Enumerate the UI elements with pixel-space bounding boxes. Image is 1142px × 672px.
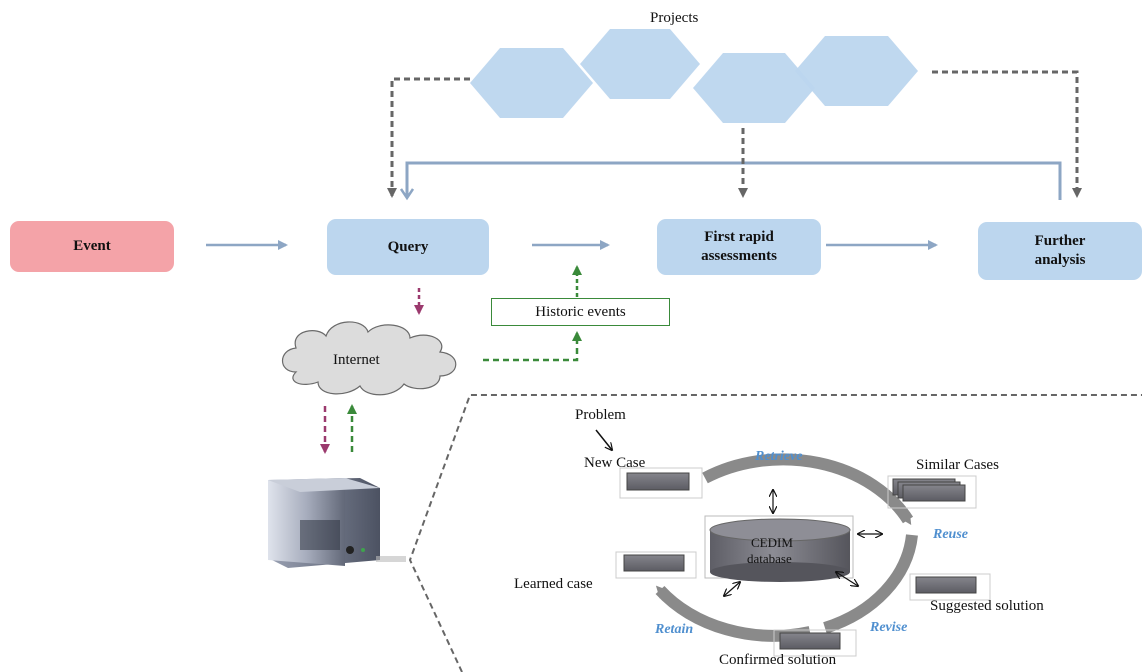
project-hexagon-2 bbox=[580, 29, 700, 99]
new-case-label: New Case bbox=[584, 455, 646, 471]
reuse-label: Reuse bbox=[933, 527, 968, 542]
project-hexagons bbox=[470, 29, 918, 123]
new-case-card bbox=[619, 467, 703, 499]
first-rapid-assessments-node: First rapid assessments bbox=[657, 219, 821, 275]
event-label: Event bbox=[73, 238, 111, 254]
historic-events-box: Historic events bbox=[491, 298, 670, 326]
learned-case-label: Learned case bbox=[514, 576, 593, 592]
problem-label: Problem bbox=[575, 407, 626, 423]
first-rapid-assessments-label: First rapid assessments bbox=[701, 229, 777, 264]
zoom-callout bbox=[408, 394, 1142, 672]
confirmed-solution-card bbox=[773, 629, 857, 657]
project-hexagon-4 bbox=[795, 36, 918, 106]
suggested-solution-card bbox=[909, 573, 991, 601]
database-label-line2: database bbox=[747, 551, 792, 566]
similar-cases-card bbox=[887, 475, 977, 509]
feedback-line bbox=[407, 161, 1062, 200]
projects-label: Projects bbox=[650, 10, 699, 26]
suggested-solution-label: Suggested solution bbox=[930, 598, 1044, 614]
projects-to-analysis-arrow bbox=[932, 70, 1082, 198]
problem-arrow bbox=[595, 429, 612, 450]
cedim-database bbox=[704, 515, 854, 582]
project-hexagon-1 bbox=[470, 48, 593, 118]
project-hexagon-3 bbox=[693, 53, 815, 123]
retrieve-label: Retrieve bbox=[755, 449, 803, 464]
confirmed-solution-label: Confirmed solution bbox=[719, 652, 837, 668]
retain-db-arrow bbox=[724, 582, 740, 596]
internet-cloud bbox=[281, 321, 457, 396]
revise-db-arrow bbox=[836, 572, 858, 586]
learned-case-card bbox=[615, 551, 697, 579]
query-node: Query bbox=[327, 219, 489, 275]
database-label-line1: CEDIM bbox=[751, 535, 793, 550]
similar-cases-label: Similar Cases bbox=[916, 457, 999, 473]
query-label: Query bbox=[387, 238, 429, 255]
revise-label: Revise bbox=[870, 620, 908, 635]
internet-to-historic-arrow bbox=[483, 331, 582, 362]
projects-to-query-arrow bbox=[387, 77, 470, 198]
further-analysis-label: Further analysis bbox=[1034, 233, 1086, 268]
historic-events-label: Historic events bbox=[535, 303, 626, 320]
event-node: Event bbox=[10, 221, 174, 272]
internet-label: Internet bbox=[333, 352, 380, 368]
server-icon bbox=[268, 478, 406, 568]
further-analysis-node: Further analysis bbox=[978, 222, 1142, 280]
retain-label: Retain bbox=[655, 622, 694, 637]
